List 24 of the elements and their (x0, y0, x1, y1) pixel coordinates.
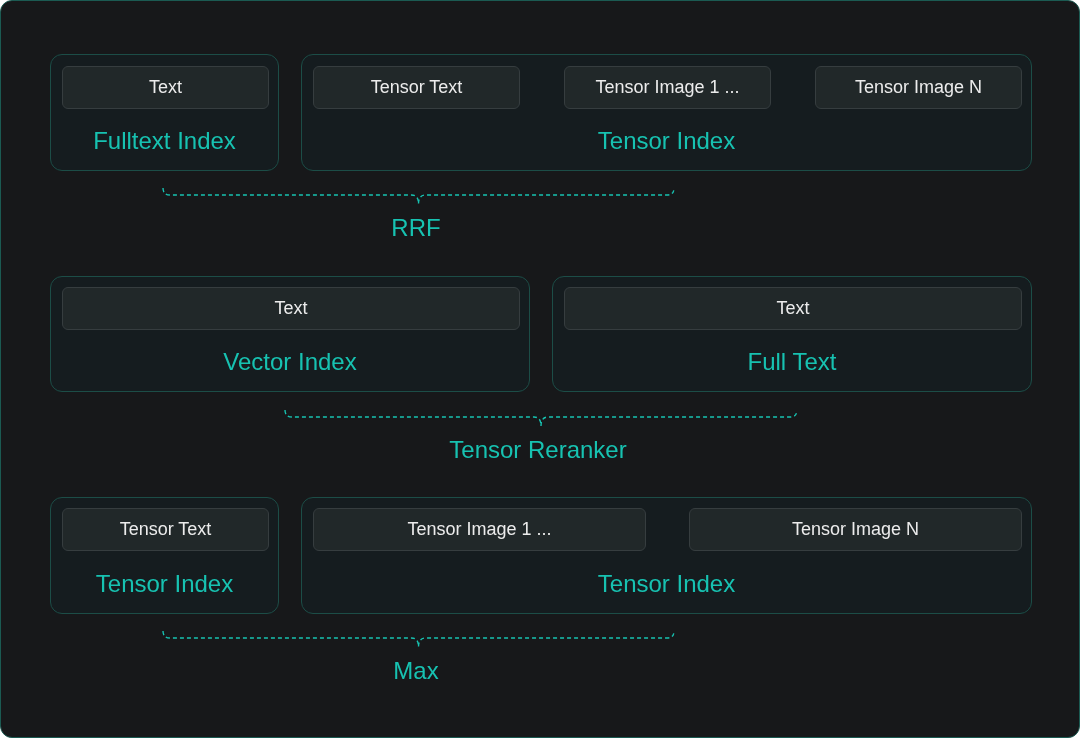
field-chip: Text (62, 287, 520, 330)
panel-title: Fulltext Index (93, 127, 236, 155)
field-chip: Tensor Image 1 ... (564, 66, 771, 109)
index-panel (50, 497, 279, 614)
field-chip: Text (564, 287, 1022, 330)
brace-label: RRF (391, 214, 441, 242)
index-panel (301, 497, 1032, 614)
brace-label: Tensor Reranker (449, 436, 627, 464)
field-chip: Tensor Image 1 ... (313, 508, 646, 551)
panel-title: Tensor Index (597, 127, 736, 155)
index-panel (301, 54, 1032, 171)
field-chip: Tensor Text (313, 66, 520, 109)
panel-title: Tensor Index (597, 570, 736, 598)
index-panel (552, 276, 1032, 392)
index-panel (50, 276, 530, 392)
field-chip: Tensor Image N (689, 508, 1022, 551)
panel-title: Tensor Index (95, 570, 234, 598)
brace-label: Max (393, 657, 439, 685)
field-chip: Tensor Image N (815, 66, 1022, 109)
field-chip: Text (62, 66, 269, 109)
panel-title: Vector Index (223, 348, 357, 376)
field-chip: Tensor Text (62, 508, 269, 551)
panel-title: Full Text (747, 348, 837, 376)
index-panel (50, 54, 279, 171)
